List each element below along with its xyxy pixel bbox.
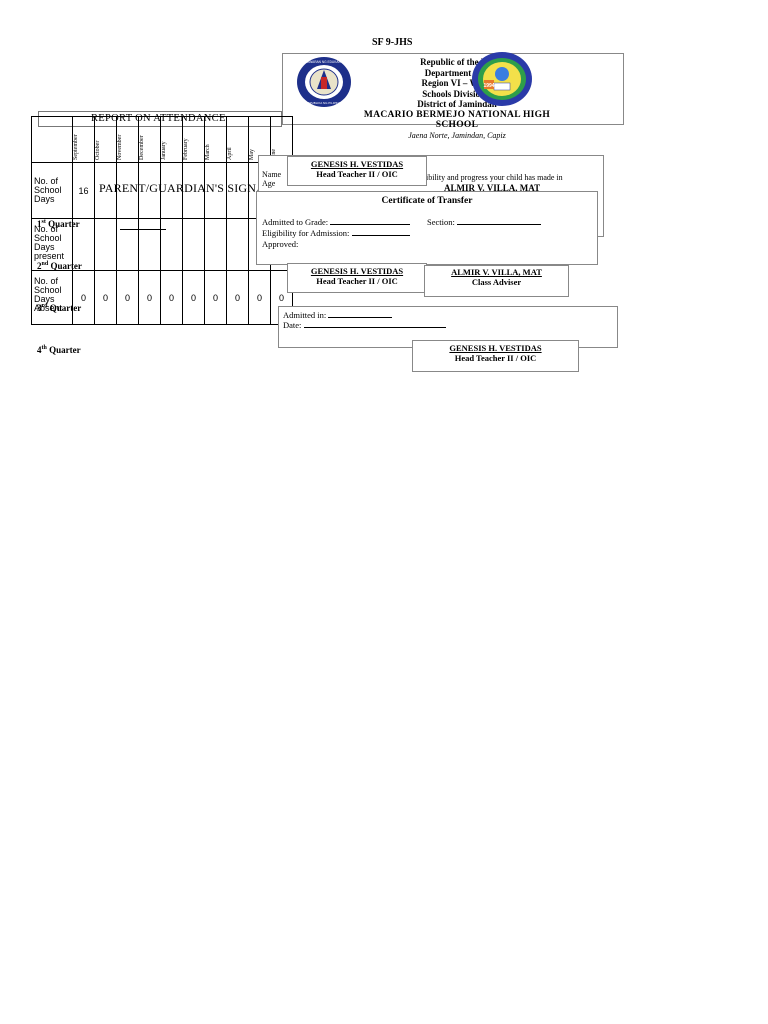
month-label: May (249, 148, 255, 160)
quarter-suffix: rd (41, 303, 48, 309)
table-cell: 0 (226, 270, 249, 325)
quarter-word: Quarter (50, 261, 82, 271)
admitted-grade-row: Admitted to Grade: (262, 217, 411, 227)
month-label: October (95, 140, 101, 160)
section-row: Section: (427, 217, 541, 227)
school-address: Jaena Norte, Jamindan, Capiz (408, 130, 506, 140)
quarter-label-2: 2nd Quarter (37, 261, 82, 271)
head-teacher-title: Head Teacher II / OIC (454, 353, 537, 363)
head-teacher-name: GENESIS H. VESTIDAS (449, 343, 542, 353)
quarter-suffix: st (41, 219, 46, 225)
month-label: April (227, 146, 233, 160)
month-label: November (117, 134, 123, 160)
adviser-name-top: ALMIR V. VILLA, MAT (444, 183, 541, 193)
months-row: September October November December Janu… (31, 116, 293, 163)
table-cell: 0 (138, 270, 161, 325)
eligibility-label: Eligibility for Admission: (262, 228, 350, 238)
header-line-5: District of Jamindan (417, 99, 497, 109)
quarter-word: Quarter (49, 345, 81, 355)
eligibility-row: Eligibility for Admission: (262, 228, 410, 238)
certificate-title: Certificate of Transfer (381, 196, 473, 206)
quarter-label-3: 3rd Quarter (37, 303, 81, 313)
quarter-word: Quarter (48, 219, 80, 229)
quarter-number: 4 (37, 345, 42, 355)
table-cell: 16 (72, 162, 95, 219)
adviser-title: Class Adviser (471, 277, 522, 287)
parent-signature-label: PARENT/GUARDIAN'S SIGNATURE (99, 181, 296, 195)
table-cell: 0 (160, 270, 183, 325)
quarter-number: 1 (37, 219, 42, 229)
form-code: SF 9-JHS (372, 37, 413, 48)
table-cell (138, 218, 161, 271)
month-label: June (271, 148, 277, 160)
header-line-1: Republic of the Phi (420, 57, 494, 67)
table-cell: 0 (72, 270, 95, 325)
signature-line (120, 229, 166, 230)
age-fragment: Age (262, 179, 276, 188)
month-label: January (161, 140, 167, 160)
section-label: Section: (427, 217, 455, 227)
table-cell (204, 218, 227, 271)
quarter-label-4: 4th Quarter (37, 345, 81, 355)
table-cell (182, 218, 205, 271)
admitted-grade-label: Admitted to Grade: (262, 217, 329, 227)
header-line-2: Department of E (424, 67, 490, 78)
table-row: No. of School Days Absent 0 0 0 0 0 0 0 … (31, 270, 293, 325)
table-cell (160, 218, 183, 271)
row-label: No. of School Days (31, 162, 73, 219)
date-field[interactable] (303, 327, 446, 328)
table-cell: 0 (204, 270, 227, 325)
table-cell: 0 (248, 270, 271, 325)
corner-cell (31, 116, 73, 163)
section-field[interactable] (456, 224, 541, 225)
table-cell (226, 218, 249, 271)
date-label: Date: (283, 320, 302, 330)
head-teacher-title: Head Teacher II / OIC (316, 276, 398, 286)
table-cell (116, 218, 139, 271)
certificate-of-transfer: Certificate of Transfer Admitted to Grad… (256, 191, 598, 265)
progress-text: ibility and progress your child has made… (426, 173, 563, 182)
month-label: December (139, 134, 145, 160)
school-header: KAGAWARAN NG EDUKASYON REPUBLIKA NG PILI… (282, 52, 624, 140)
eligibility-field[interactable] (351, 235, 410, 236)
table-cell: 0 (116, 270, 139, 325)
quarter-suffix: th (41, 345, 47, 351)
date-row: Date: (283, 320, 446, 330)
head-teacher-box-3: GENESIS H. VESTIDAS Head Teacher II / OI… (412, 340, 579, 372)
head-teacher-box: GENESIS H. VESTIDAS Head Teacher II / OI… (287, 156, 427, 186)
seal-left-text: KAGAWARAN NG EDUKASYON (300, 60, 348, 64)
quarter-number: 3 (37, 303, 42, 313)
name-label: Name Age (262, 170, 281, 188)
adviser-name: ALMIR V. VILLA, MAT (451, 267, 542, 277)
admitted-in-field[interactable] (328, 317, 393, 318)
seal-year: 1994 (483, 83, 494, 89)
seal-left-sub: REPUBLIKA NG PILIPINAS (305, 101, 342, 105)
head-teacher-name: GENESIS H. VESTIDAS (310, 159, 404, 169)
quarter-word: Quarter (49, 303, 82, 313)
row-label: No. of School Days Absent (31, 270, 73, 325)
table-cell: 0 (94, 270, 117, 325)
head-teacher-title: Head Teacher II / OIC (316, 169, 398, 179)
header-line-3: Region VI – Weste (421, 78, 493, 88)
admitted-in-label: Admitted in: (283, 310, 327, 320)
name-fragment: Name (262, 170, 282, 179)
quarter-label-1: 1st Quarter (37, 219, 80, 229)
head-teacher-box-2: GENESIS H. VESTIDAS Head Teacher II / OI… (287, 263, 427, 293)
class-adviser-box: ALMIR V. VILLA, MAT Class Adviser (424, 265, 569, 297)
header-line-4: Schools Division o (422, 88, 492, 99)
quarter-suffix: nd (41, 261, 49, 267)
month-label: February (183, 137, 189, 160)
month-label: March (205, 143, 211, 160)
school-seal-icon: 1994 (472, 52, 532, 106)
month-label: September (73, 133, 79, 160)
admitted-grade-field[interactable] (330, 224, 411, 225)
table-cell: 0 (182, 270, 205, 325)
head-teacher-name: GENESIS H. VESTIDAS (310, 266, 404, 276)
school-name: MACARIO BERMEJO NATIONAL HIGH SCHOOL (363, 109, 551, 131)
deped-seal-icon: KAGAWARAN NG EDUKASYON REPUBLIKA NG PILI… (297, 57, 351, 107)
admitted-in-row: Admitted in: (283, 310, 393, 320)
quarter-number: 2 (37, 261, 42, 271)
approved-label: Approved: (262, 239, 299, 249)
table-cell (94, 218, 117, 271)
